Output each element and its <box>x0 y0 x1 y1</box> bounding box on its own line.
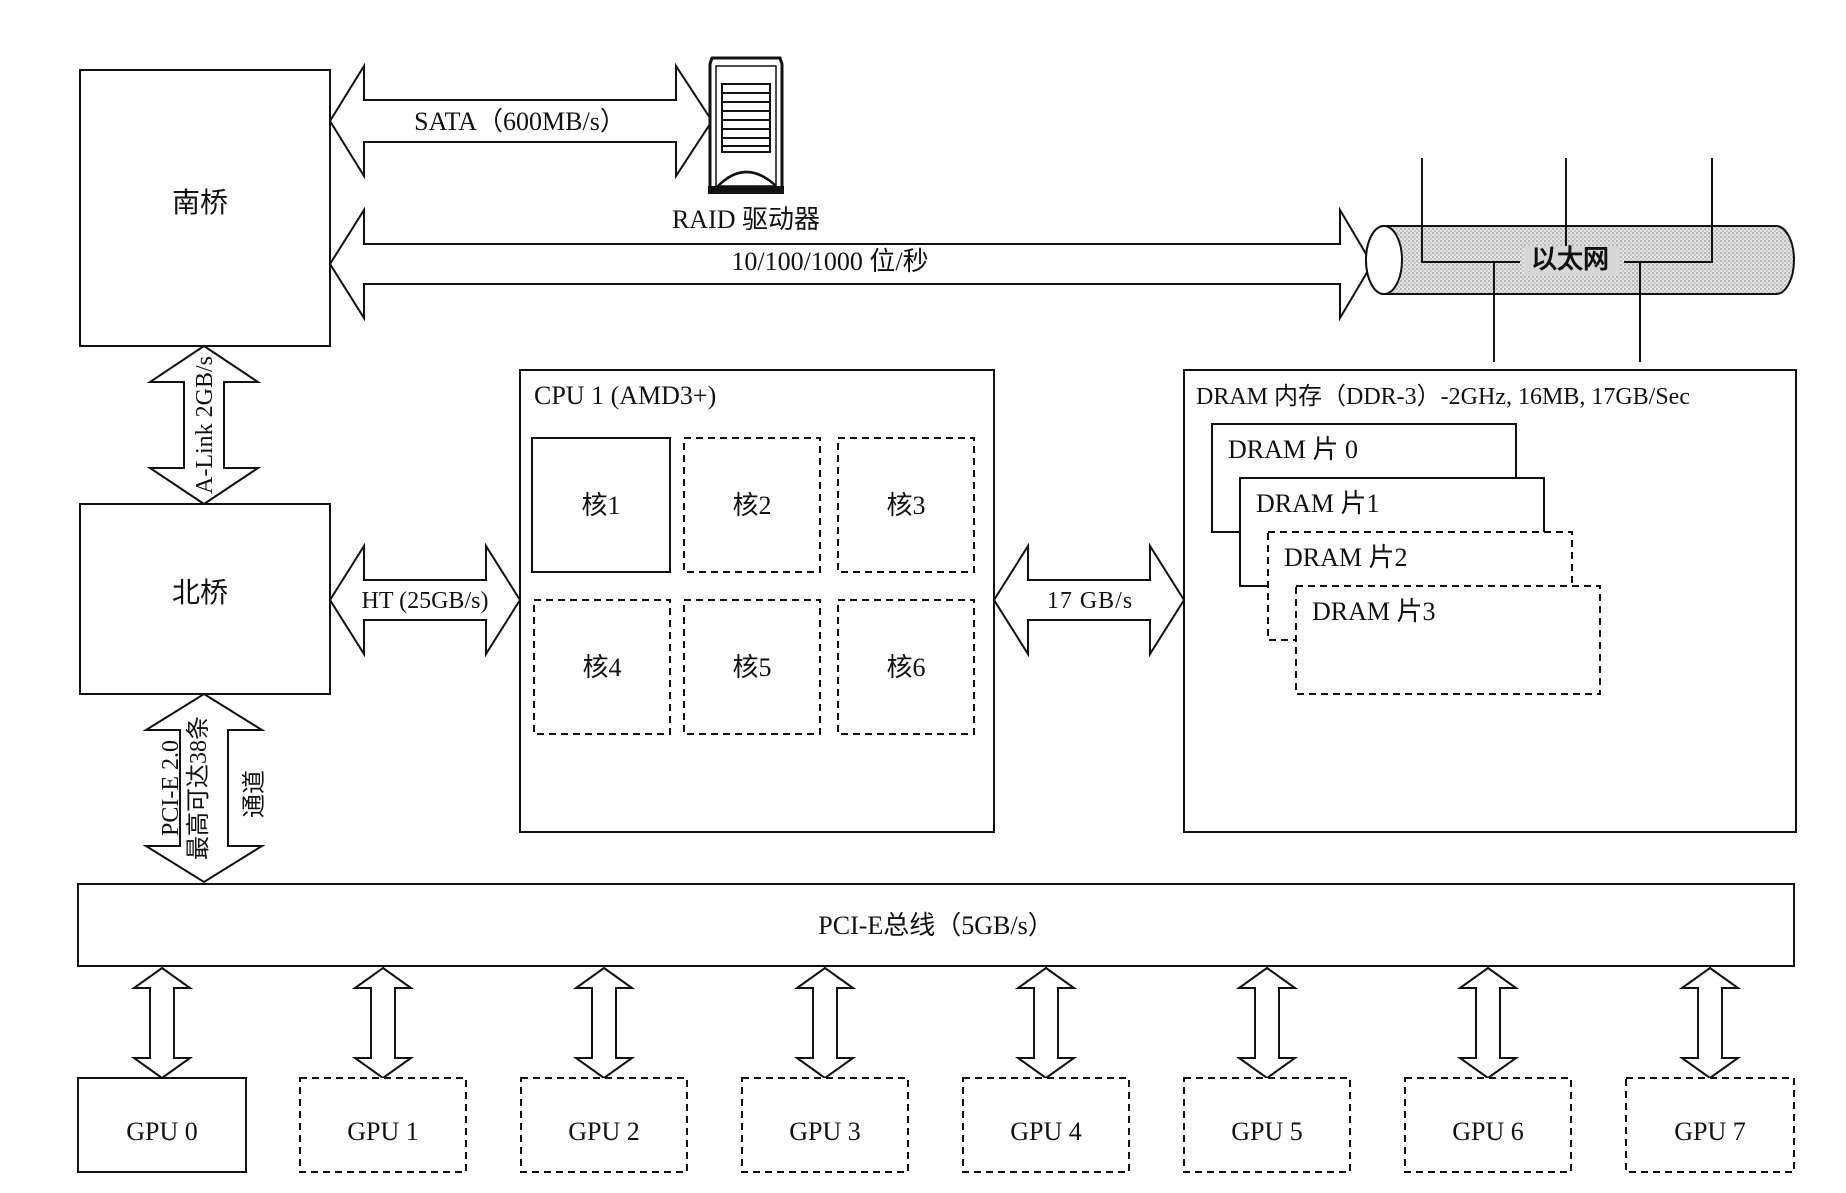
ethernet-cable: 以太网 <box>1365 158 1795 362</box>
ethernet-label: 以太网 <box>1531 245 1609 274</box>
dram-slice-2-label: DRAM 片2 <box>1284 543 1408 572</box>
sata-link: SATA（600MB/s） <box>328 62 714 180</box>
core-5 <box>683 599 821 735</box>
gpu-6 <box>1404 1077 1572 1173</box>
northbridge: 北桥 <box>79 503 331 695</box>
pcie-link-line2: 最高可达38条 <box>185 716 212 860</box>
core-3 <box>837 437 975 573</box>
gpu-row: GPU 0 GPU 1 GPU 2 GPU 3 GPU 4 GPU 5 GPU … <box>77 1077 1795 1173</box>
memory-link: 17 GB/s <box>992 542 1186 658</box>
gpu-2-label: GPU 2 <box>568 1117 640 1146</box>
gpu-2 <box>520 1077 688 1173</box>
memory-link-label: 17 GB/s <box>1047 588 1133 614</box>
gpu-1-label: GPU 1 <box>347 1117 419 1146</box>
northbridge-label: 北桥 <box>172 577 228 609</box>
gpu-arrow-1 <box>351 966 415 1080</box>
core-1 <box>531 437 671 573</box>
raid-label: RAID 驱动器 <box>672 205 820 234</box>
gpu-1 <box>299 1077 467 1173</box>
dram-slice-0-label: DRAM 片 0 <box>1228 435 1358 464</box>
core-4-label: 核4 <box>582 653 621 682</box>
gpu-arrow-5 <box>1235 966 1299 1080</box>
gpu-5 <box>1183 1077 1351 1173</box>
southbridge-label: 南桥 <box>172 187 228 219</box>
sata-label: SATA（600MB/s） <box>414 107 626 136</box>
ht-label: HT (25GB/s) <box>362 588 489 614</box>
pcie-link-line1: PCI-E 2.0 <box>158 740 184 836</box>
gpu-arrow-2 <box>572 966 636 1080</box>
gpu-3 <box>741 1077 909 1173</box>
alink-link: A-Link 2GB/s <box>146 344 262 506</box>
gpu-arrow-0 <box>130 966 194 1080</box>
dram: DRAM 内存（DDR-3）-2GHz, 16MB, 17GB/Sec DRAM… <box>1183 369 1797 833</box>
core-4 <box>533 599 671 735</box>
pcie-link: PCI-E 2.0 最高可达38条 通道 <box>142 692 268 884</box>
pcie-link-line3: 通道 <box>241 770 268 818</box>
pcie-bus: PCI-E总线（5GB/s） <box>77 883 1795 967</box>
gpu-0-label: GPU 0 <box>126 1117 198 1146</box>
ht-link: HT (25GB/s) <box>328 542 522 658</box>
dram-slice-1-label: DRAM 片1 <box>1256 489 1380 518</box>
gpu-0 <box>77 1077 247 1173</box>
gpu-arrow-4 <box>1014 966 1078 1080</box>
gpu-arrow-3 <box>793 966 857 1080</box>
core-5-label: 核5 <box>732 653 771 682</box>
gpu-arrow-6 <box>1456 966 1520 1080</box>
dram-slice-3 <box>1295 585 1601 695</box>
core-2 <box>683 437 821 573</box>
gpu-arrows <box>130 966 1742 1080</box>
core-6-label: 核6 <box>886 653 925 682</box>
core-1-label: 核1 <box>581 491 620 520</box>
dram-slice-3-label: DRAM 片3 <box>1312 597 1436 626</box>
ethernet-link-label: 10/100/1000 位/秒 <box>731 247 928 276</box>
raid-drive-icon <box>708 56 784 194</box>
gpu-arrow-7 <box>1678 966 1742 1080</box>
gpu-7 <box>1625 1077 1795 1173</box>
core-6 <box>837 599 975 735</box>
cpu-title: CPU 1 (AMD3+) <box>534 381 716 410</box>
gpu-5-label: GPU 5 <box>1231 1117 1303 1146</box>
alink-label: A-Link 2GB/s <box>192 356 218 494</box>
gpu-3-label: GPU 3 <box>789 1117 861 1146</box>
core-2-label: 核2 <box>732 491 771 520</box>
dram-title: DRAM 内存（DDR-3）-2GHz, 16MB, 17GB/Sec <box>1196 383 1690 410</box>
gpu-7-label: GPU 7 <box>1674 1117 1746 1146</box>
gpu-4 <box>962 1077 1130 1173</box>
southbridge: 南桥 <box>79 69 331 347</box>
ethernet-link: 10/100/1000 位/秒 <box>328 206 1374 322</box>
cpu: CPU 1 (AMD3+) 核1 核2 核3 核4 核5 核6 <box>519 369 995 833</box>
core-3-label: 核3 <box>886 491 925 520</box>
gpu-6-label: GPU 6 <box>1452 1117 1524 1146</box>
gpu-4-label: GPU 4 <box>1010 1117 1082 1146</box>
pcie-bus-label: PCI-E总线（5GB/s） <box>818 911 1053 940</box>
